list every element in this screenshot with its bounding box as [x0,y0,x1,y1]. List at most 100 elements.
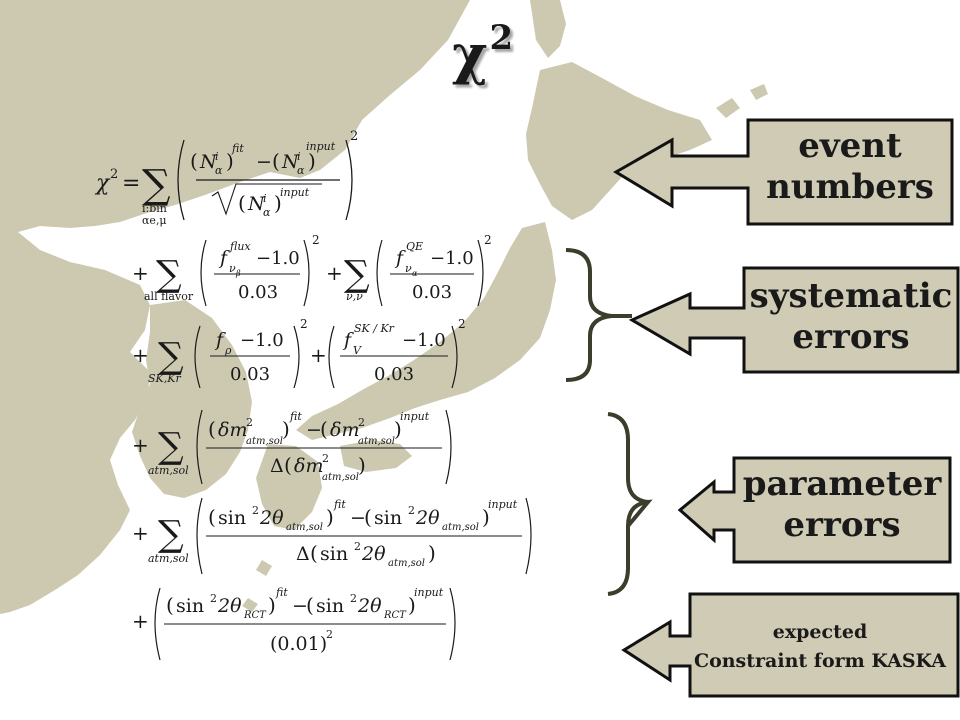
denominator: 0.03 [230,364,270,385]
paren: ) [274,191,282,215]
paren: ( [238,191,246,215]
two-theta: 2θ [415,507,440,529]
map-landmass-honshu [296,222,556,440]
callout-arrow-parameter-errors [677,456,952,564]
callout-kaska-constraint: expected Constraint form KASKA [682,618,958,677]
callout-event-numbers: event numbers [754,126,946,209]
callout-line: errors [783,505,901,546]
sub-atm-sol: atm,sol [442,522,479,533]
label-sk-kr: SK / Kr [354,322,395,335]
paren-left [200,239,207,307]
paren: ) [482,505,490,529]
sq: 2 [252,504,259,517]
var-N: N [281,151,300,173]
lhs-equals: = [122,171,140,196]
square: 2 [484,233,492,247]
plus: + [132,609,149,633]
paren: ) [226,149,234,173]
label-input: input [280,186,310,199]
outer-paren-right [345,139,353,221]
sum-subscript-atm-sol: atm,sol [148,552,189,565]
label-fit: fit [289,410,302,423]
slide-title: χ2 [452,18,513,86]
denominator: 0.03 [238,282,278,303]
callout-parameter-errors: parameter errors [736,464,948,547]
paren-right [445,409,452,485]
paren-right [477,239,484,307]
lhs-chi: χ [94,171,111,196]
outer-paren-left [177,139,185,221]
callout-arrow-event-numbers [613,118,954,226]
minus-one: −1.0 [240,330,284,351]
plus: + [310,343,327,367]
paren-right [449,587,456,661]
sub-nu: ν [229,262,236,275]
paren: ( [306,593,314,617]
square: 2 [300,317,308,331]
denominator: 0.03 [374,364,414,385]
map-landmass-asia [0,0,470,614]
plus: + [326,261,343,285]
sub-alpha: α [297,164,305,177]
plus: + [132,343,149,367]
var-N: N [199,151,218,173]
label-input: input [414,586,444,599]
formula-line-flux: + ∑ all flavor f ν β flux −1.0 0.03 2 + … [132,233,492,307]
square: 2 [312,233,320,247]
paren-right [293,325,300,389]
label-input: input [400,410,430,423]
denominator: 0.03 [412,282,452,303]
sum-symbol: ∑ [158,336,184,377]
callout-line: parameter [742,464,942,504]
var-f: f [394,247,406,269]
sq: 2 [354,540,361,553]
sq: 2 [322,452,329,465]
paren: ( [208,417,216,441]
sq: 2 [210,592,217,605]
label-fit: fit [333,498,346,511]
label-fit: fit [275,586,288,599]
sub-V: V [353,344,362,357]
Delta: Δ [296,543,310,565]
formula-line-sin-theta: + ∑ atm,sol ( sin 2 2θ atm,sol ) fit − (… [132,497,532,575]
label-flux: flux [229,240,251,253]
paren: ( [166,593,174,617]
minus: − [256,151,272,173]
minus: − [306,419,322,441]
minus-one: −1.0 [402,330,446,351]
label-fit: fit [231,142,244,155]
sqrt-sign [211,183,322,216]
sum-subscript-all-flavor: all flavor [144,290,194,303]
paren-left [376,239,383,307]
map-landmass-hokkaido [526,62,712,220]
sq: 2 [350,592,357,605]
sub-rho: ρ [224,344,232,357]
paren: ) [268,593,276,617]
paren-right [451,325,458,389]
sin: sin [176,595,204,617]
callout-line: Constraint form KASKA [693,650,947,673]
two-theta: 2θ [361,543,386,565]
paren: ( [364,505,372,529]
plus: + [132,261,149,285]
sum-subscript-flavor: αe,μ [142,214,167,227]
sub-alpha: α [263,206,271,219]
minus: − [350,507,366,529]
two-theta: 2θ [217,595,242,617]
label-input: input [488,498,518,511]
paren: ) [308,149,316,173]
sub-atm-sol: atm,sol [358,436,395,447]
sup-i: i [263,192,267,205]
var-N: N [247,193,266,215]
lhs-superscript: 2 [110,167,118,182]
sup-i: i [215,150,219,163]
var-f: f [342,329,354,351]
Delta: Δ [270,455,284,477]
map-landmass-kyushu [256,444,322,530]
two-theta: 2θ [259,507,284,529]
outer-square: 2 [350,129,358,144]
label-input: input [306,140,336,153]
